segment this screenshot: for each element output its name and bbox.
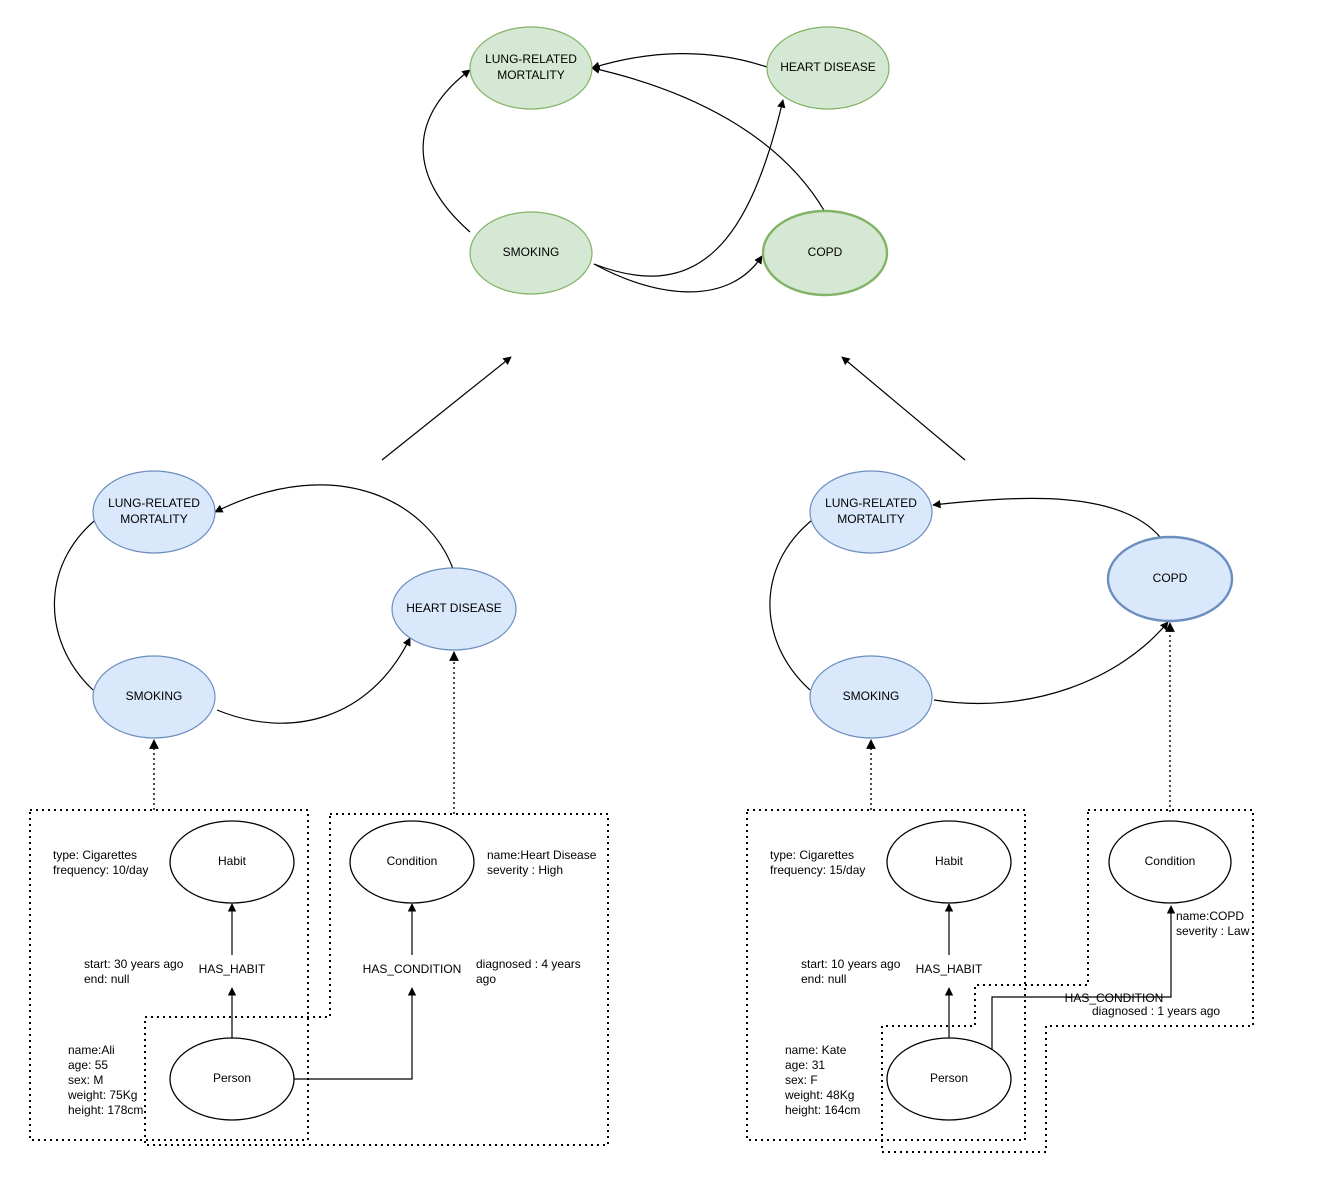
left-edge-smoking-to-heart (216, 637, 411, 724)
right-graph: LUNG-RELATED MORTALITY COPD SMOKING (769, 470, 1234, 812)
left-lung-label-line1: LUNG-RELATED (108, 496, 200, 510)
left-habit-node: Habit (169, 820, 295, 904)
left-habit-label: Habit (218, 854, 247, 868)
left-person-prop-4: weight: 75Kg (67, 1088, 137, 1102)
right-lung-label-line1: LUNG-RELATED (825, 496, 917, 510)
right-condition-label: Condition (1145, 854, 1196, 868)
left-has-habit-label: HAS_HABIT (199, 962, 266, 976)
left-person-subgraph: Habit Condition Person HAS_HABIT HAS_CON… (29, 809, 609, 1146)
left-person-prop-5: height: 178cm (68, 1103, 143, 1117)
right-node-lung-mortality: LUNG-RELATED MORTALITY (809, 470, 933, 554)
right-condition-rel-prop-1: diagnosed : 1 years ago (1092, 1004, 1220, 1018)
right-copd-label: COPD (1153, 571, 1188, 585)
left-lung-label-line2: MORTALITY (120, 512, 188, 526)
right-habit-group-box (746, 809, 1026, 1141)
merged-lung-label-line2: MORTALITY (497, 68, 565, 82)
right-person-node: Person (886, 1037, 1012, 1121)
left-graph: LUNG-RELATED MORTALITY HEART DISEASE SMO… (53, 470, 517, 814)
left-person-prop-1: name:Ali (68, 1043, 115, 1057)
edge-smoking-to-lung (422, 69, 471, 233)
left-smoking-label: SMOKING (126, 689, 183, 703)
right-edge-smoking-to-lung (769, 513, 821, 691)
right-smoking-label: SMOKING (843, 689, 900, 703)
left-person-label: Person (213, 1071, 251, 1085)
merged-node-lung-mortality: LUNG-RELATED MORTALITY (469, 26, 593, 110)
left-edge-heart-to-lung (214, 484, 454, 570)
right-person-prop-2: age: 31 (785, 1058, 825, 1072)
left-person-node: Person (169, 1037, 295, 1121)
right-edge-person-to-condition (991, 905, 1176, 1050)
left-edge-person-to-has-condition (294, 987, 417, 1080)
left-condition-group-box (144, 813, 609, 1146)
right-has-condition-label: HAS_CONDITION (1065, 991, 1164, 1005)
right-person-prop-3: sex: F (785, 1073, 818, 1087)
edge-smoking-to-heart (593, 99, 786, 277)
right-habit-prop-2: frequency: 15/day (770, 863, 865, 877)
left-node-heart-disease: HEART DISEASE (391, 567, 517, 651)
merged-smoking-label: SMOKING (503, 245, 560, 259)
left-edge-smoking-to-lung (53, 513, 104, 691)
left-habit-prop-2: frequency: 10/day (53, 863, 148, 877)
right-condition-prop-1: name:COPD (1176, 909, 1244, 923)
merge-arrow-right (841, 356, 966, 461)
right-condition-node: Condition (1108, 820, 1232, 904)
right-edge-smoking-to-copd (933, 621, 1169, 705)
merged-node-heart-disease: HEART DISEASE (766, 26, 890, 110)
merged-heart-label: HEART DISEASE (780, 60, 876, 74)
right-person-label: Person (930, 1071, 968, 1085)
right-node-smoking: SMOKING (809, 655, 933, 739)
left-heart-label: HEART DISEASE (406, 601, 502, 615)
right-habit-label: Habit (935, 854, 964, 868)
merged-node-copd: COPD (761, 209, 889, 297)
right-habit-rel-prop-2: end: null (801, 972, 846, 986)
left-habit-group-box (29, 809, 309, 1141)
right-condition-group-box (881, 809, 1254, 1153)
left-condition-rel-prop-1: diagnosed : 4 years (476, 957, 581, 971)
right-person-prop-4: weight: 48Kg (784, 1088, 854, 1102)
right-habit-prop-1: type: Cigarettes (770, 848, 854, 862)
left-condition-rel-prop-2: ago (476, 972, 496, 986)
right-lung-label-line2: MORTALITY (837, 512, 905, 526)
left-node-smoking: SMOKING (92, 655, 216, 739)
merged-lung-label-line1: LUNG-RELATED (485, 52, 577, 66)
left-habit-rel-prop-2: end: null (84, 972, 129, 986)
right-node-copd: COPD (1106, 535, 1234, 623)
edge-smoking-to-copd (593, 255, 763, 293)
right-condition-prop-2: severity : Law (1176, 924, 1250, 938)
left-condition-prop-2: severity : High (487, 863, 563, 877)
right-person-prop-1: name: Kate (785, 1043, 847, 1057)
right-edge-copd-to-lung (932, 497, 1161, 538)
left-habit-rel-prop-1: start: 30 years ago (84, 957, 184, 971)
right-person-subgraph: Habit Condition Person HAS_HABIT HAS_CON… (746, 809, 1254, 1153)
merged-graph: LUNG-RELATED MORTALITY HEART DISEASE SMO… (422, 26, 890, 297)
left-condition-label: Condition (387, 854, 438, 868)
merge-arrow-left (381, 356, 512, 461)
left-has-condition-label: HAS_CONDITION (363, 962, 462, 976)
merged-copd-label: COPD (808, 245, 843, 259)
right-has-habit-label: HAS_HABIT (916, 962, 983, 976)
edge-copd-to-lung (591, 65, 826, 213)
left-person-prop-2: age: 55 (68, 1058, 108, 1072)
edge-heart-to-lung (591, 53, 768, 70)
right-habit-node: Habit (886, 820, 1012, 904)
right-person-prop-5: height: 164cm (785, 1103, 860, 1117)
left-node-lung-mortality: LUNG-RELATED MORTALITY (92, 470, 216, 554)
right-habit-rel-prop-1: start: 10 years ago (801, 957, 901, 971)
left-person-prop-3: sex: M (68, 1073, 103, 1087)
left-condition-prop-1: name:Heart Disease (487, 848, 597, 862)
left-condition-node: Condition (349, 820, 475, 904)
merged-node-smoking: SMOKING (469, 211, 593, 295)
left-habit-prop-1: type: Cigarettes (53, 848, 137, 862)
